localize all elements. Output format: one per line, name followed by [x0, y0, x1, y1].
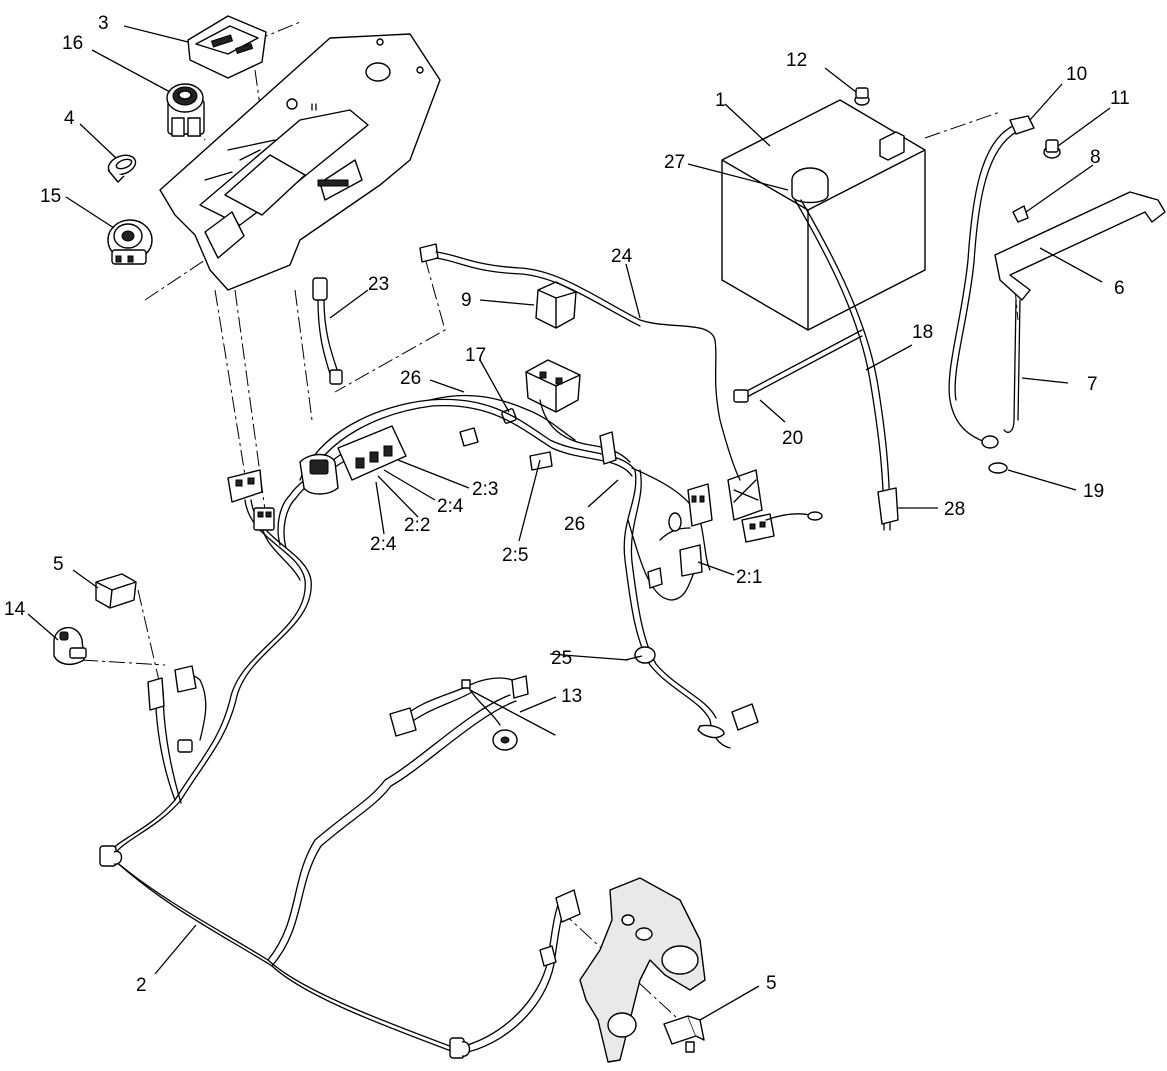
callout-4: 4 [64, 108, 75, 129]
callout-2-5: 2:5 [502, 545, 528, 566]
safety-switch-upper [95, 573, 137, 609]
control-panel [159, 33, 441, 291]
callout-26-lower: 26 [564, 514, 585, 535]
hour-meter-display [187, 15, 267, 79]
cable-tie [733, 329, 863, 403]
callout-12: 12 [786, 50, 807, 71]
negative-battery-cable [794, 199, 899, 531]
pedal-bracket [579, 877, 706, 1063]
battery-hold-down [994, 191, 1166, 433]
callout-15: 15 [40, 186, 61, 207]
callout-16: 16 [62, 33, 83, 54]
cable-bolt [1043, 139, 1061, 159]
callout-8: 8 [1090, 147, 1101, 168]
callout-2-2: 2:2 [404, 515, 430, 536]
callout-2-4-left: 2:4 [370, 534, 397, 555]
callout-5-lower: 5 [766, 973, 777, 994]
callout-3: 3 [98, 13, 109, 34]
callout-25: 25 [551, 648, 572, 669]
jumper-harness [312, 277, 343, 385]
callout-2-3: 2:3 [472, 479, 498, 500]
positive-battery-cable [948, 115, 1035, 474]
callout-26-upper: 26 [400, 368, 421, 389]
callout-13: 13 [561, 686, 582, 707]
leader-lines [27, 25, 1111, 1021]
callout-24: 24 [611, 246, 633, 267]
callout-17: 17 [465, 345, 486, 366]
callout-28: 28 [944, 499, 965, 520]
harness-connectors [227, 243, 823, 739]
relay-socket [525, 359, 581, 413]
callout-6: 6 [1114, 278, 1125, 299]
callout-20: 20 [782, 428, 803, 449]
callout-1: 1 [715, 90, 726, 111]
callout-11: 11 [1110, 88, 1130, 109]
ignition-switch [107, 219, 153, 265]
callout-7: 7 [1087, 374, 1098, 395]
battery-bolt [854, 87, 870, 106]
callout-2-4-right: 2:4 [437, 496, 464, 517]
push-button-switch [166, 83, 205, 137]
callout-10: 10 [1066, 64, 1087, 85]
callout-23: 23 [368, 274, 389, 295]
callout-27: 27 [664, 152, 685, 173]
battery [721, 99, 926, 331]
callout-9: 9 [461, 290, 472, 311]
callout-2: 2 [136, 975, 147, 996]
callout-18: 18 [912, 322, 933, 343]
lower-harness-parts [99, 665, 581, 1059]
callout-19: 19 [1083, 481, 1104, 502]
seat-switch [53, 626, 87, 666]
callout-14: 14 [4, 599, 26, 620]
ignition-key [107, 154, 137, 183]
safety-switch-lower [663, 1015, 705, 1053]
callout-2-1: 2:1 [736, 567, 762, 588]
callout-5-upper: 5 [53, 554, 64, 575]
callout-labels: 1 2 3 4 5 5 6 7 8 9 10 11 12 13 14 15 16… [4, 13, 1130, 996]
